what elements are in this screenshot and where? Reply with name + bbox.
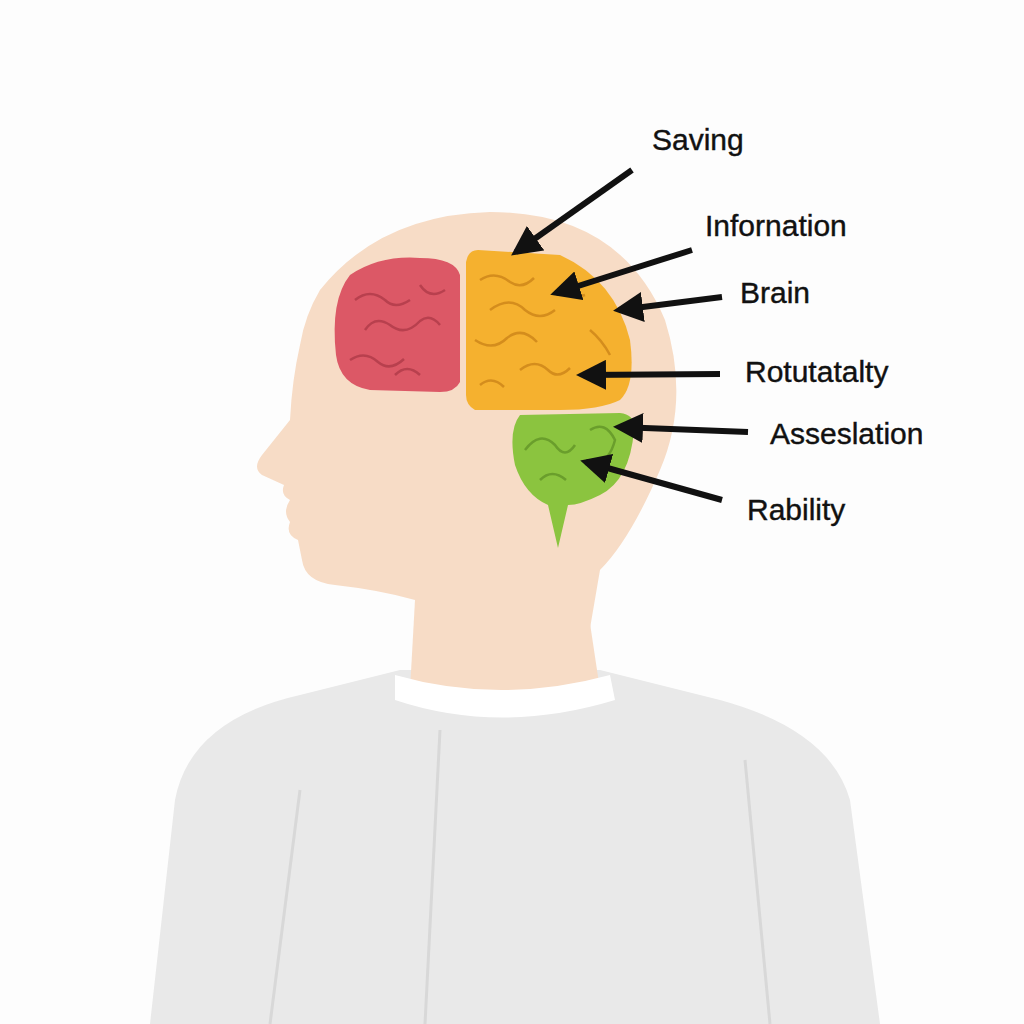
brain-gyri [525,427,615,480]
callout-label: Asseslation [770,419,923,449]
callout-label: Brain [740,278,810,308]
brain-gyri [350,285,445,375]
shirt [150,670,880,1024]
callout-label: Rability [747,495,845,525]
callout-label: Rotutatalty [745,357,888,387]
callout-label: Saving [652,125,744,155]
brain-region-green [512,413,634,548]
callout-label: Infornation [705,211,847,241]
shirt-collar [395,675,615,718]
brain-gyri [475,275,610,387]
shirt-fold [270,730,770,1024]
brain-region-red [335,258,460,392]
